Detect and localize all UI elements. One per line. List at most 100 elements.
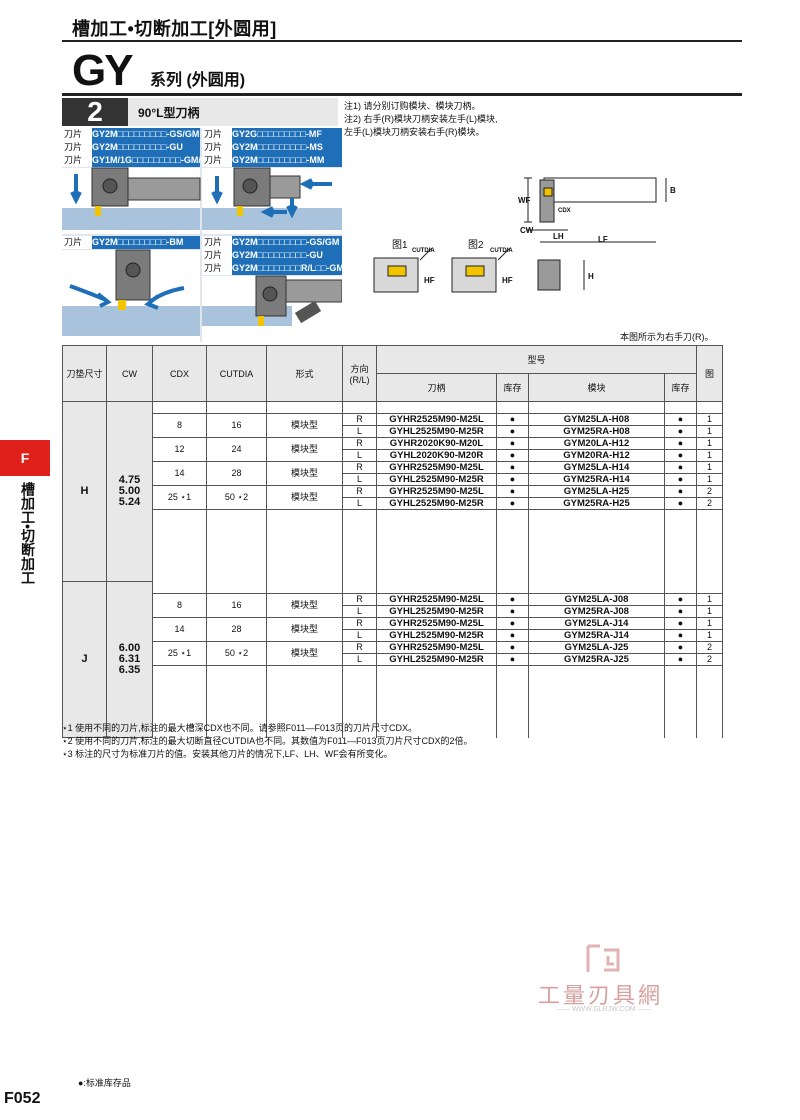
spacer-cell [152, 689, 207, 702]
spacer-cell [152, 581, 207, 594]
spacer-cell [266, 521, 343, 534]
cutdia-value: 24 [206, 437, 267, 462]
module-model: GYM25LA-J08 [528, 593, 665, 606]
spacer-cell [696, 725, 724, 738]
spacer-cell [376, 701, 497, 714]
footnote: ⋆1 使用不同的刀片,标注的最大槽深CDX也不同。请参照F011—F013页的刀… [62, 723, 418, 733]
figure-ref: 2 [696, 485, 724, 498]
spacer-cell [376, 557, 497, 570]
spacer-cell [342, 557, 377, 570]
spacer-cell [696, 665, 724, 678]
spacer-cell [376, 521, 497, 534]
cdx-value: 25 ⋆1 [152, 641, 207, 666]
figure-ref: 1 [696, 629, 724, 642]
dim-cdx: CDX [558, 208, 571, 214]
spacer-cell [152, 545, 207, 558]
spacer-cell [376, 581, 497, 594]
dim-hf-2: HF [502, 276, 513, 285]
spacer-cell [376, 533, 497, 546]
figure-ref: 1 [696, 413, 724, 426]
holder-stock: ● [496, 653, 529, 666]
spacer-cell [376, 689, 497, 702]
dim-lf: LF [598, 235, 608, 244]
spacer-cell [266, 557, 343, 570]
spacer-cell [496, 545, 529, 558]
spacer-cell [266, 569, 343, 582]
direction-value: R [342, 485, 377, 498]
module-stock: ● [663, 449, 698, 462]
dimension-drawings: WF CW LH LF B CDX 图1 图2 CUTDIA CUTDIA HF… [348, 168, 708, 308]
chapter-tab[interactable]: F [0, 440, 50, 476]
cdx-value: 14 [152, 617, 207, 642]
spacer-cell [696, 689, 724, 702]
module-stock: ● [663, 461, 698, 474]
module-model: GYM25RA-H25 [528, 497, 665, 510]
chapter-label: 槽加工•切断加工 [20, 482, 36, 585]
holder-stock: ● [496, 485, 529, 498]
spacer-cell [663, 665, 698, 678]
spacer-cell [496, 581, 529, 594]
figure-ref: 1 [696, 593, 724, 606]
spacer-cell [266, 581, 343, 594]
series-code: GY [72, 46, 134, 95]
spacer-cell [206, 533, 267, 546]
holder-stock: ● [496, 593, 529, 606]
spacer-cell [496, 725, 529, 738]
figure-ref: 1 [696, 617, 724, 630]
spacer-cell [206, 665, 267, 678]
spacer-cell [266, 689, 343, 702]
spacer-cell [152, 677, 207, 690]
note-line: 注2) 右手(R)模块刀柄安装左手(L)模块, [344, 114, 498, 124]
spacer-cell [342, 401, 377, 414]
spacer-cell [266, 533, 343, 546]
spacer-cell [496, 557, 529, 570]
spacer-cell [663, 713, 698, 726]
holder-stock: ● [496, 605, 529, 618]
spacer-cell [206, 581, 267, 594]
spacer-cell [528, 545, 665, 558]
note-line: 注1) 请分别订购模块、模块刀柄。 [344, 101, 481, 111]
th-dir: 方向(R/L) [342, 345, 377, 402]
cutdia-value: 28 [206, 617, 267, 642]
module-stock: ● [663, 425, 698, 438]
spacer-cell [266, 665, 343, 678]
holder-stock: ● [496, 413, 529, 426]
dim-lh: LH [553, 232, 564, 241]
dim-cutdia-2: CUTDIA [490, 248, 513, 254]
spacer-cell [496, 533, 529, 546]
module-stock: ● [663, 617, 698, 630]
spacer-cell [342, 545, 377, 558]
module-model: GYM25LA-J14 [528, 617, 665, 630]
module-stock: ● [663, 629, 698, 642]
footnote: ⋆3 标注的尺寸为标准刀片的值。安装其他刀片的情况下,LF、LH、WF会有所变化… [62, 749, 393, 759]
spacer-cell [266, 677, 343, 690]
spacer-cell [696, 677, 724, 690]
th-cw: CW [106, 345, 153, 402]
spacer-cell [206, 545, 267, 558]
spacer-cell [266, 701, 343, 714]
cdx-value: 14 [152, 461, 207, 486]
spacer-cell [528, 713, 665, 726]
spacer-cell [696, 557, 724, 570]
th-holder: 刀柄 [376, 373, 497, 402]
spacer-cell [342, 569, 377, 582]
fig2-label: 图2 [468, 240, 484, 251]
footnote: ⋆2 使用不同的刀片,标注的最大切断直径CUTDIA也不同。其数值为F011—F… [62, 736, 473, 746]
spacer-cell [152, 557, 207, 570]
module-model: GYM25RA-J08 [528, 605, 665, 618]
spacer-cell [342, 509, 377, 522]
spacer-cell [663, 557, 698, 570]
spacer-cell [696, 713, 724, 726]
spacer-cell [376, 401, 497, 414]
spacer-cell [696, 521, 724, 534]
holder-stock: ● [496, 497, 529, 510]
